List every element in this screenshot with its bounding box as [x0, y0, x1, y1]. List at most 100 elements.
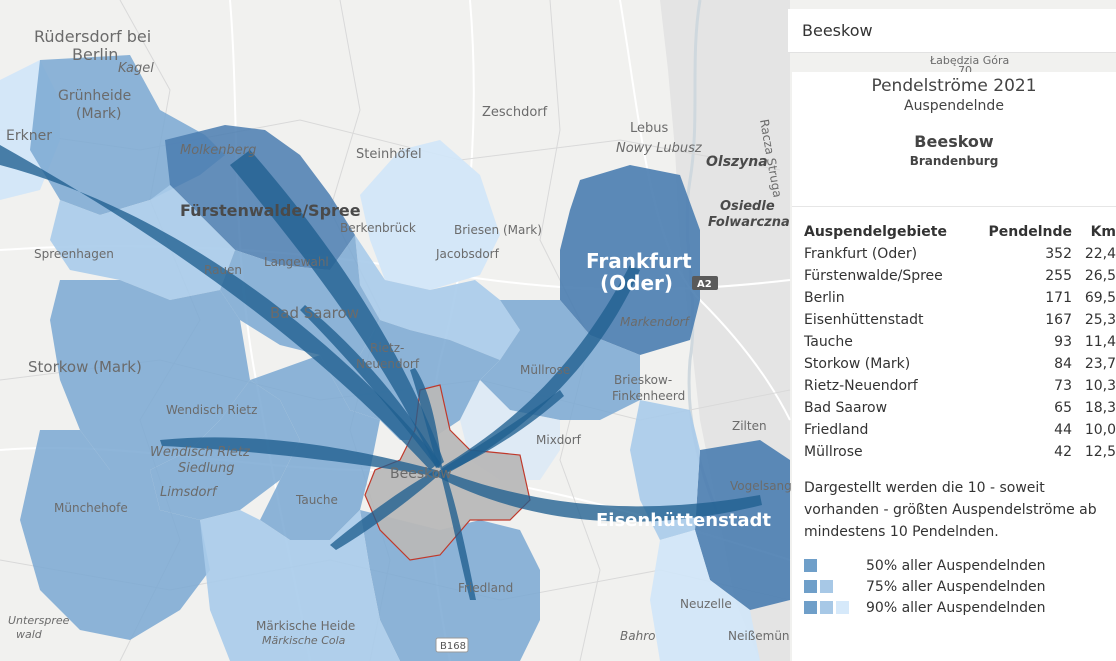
row-km: 11,4 — [1084, 334, 1116, 350]
table-row[interactable]: Frankfurt (Oder) 352 22,4 — [804, 243, 1116, 265]
panel-divider — [792, 206, 1116, 207]
row-km: 23,7 — [1084, 356, 1116, 372]
row-km: 10,3 — [1084, 378, 1116, 394]
table-row[interactable]: Berlin 171 69,5 — [804, 287, 1116, 309]
row-commuters: 42 — [1054, 444, 1072, 460]
map-label-mark: (Mark) — [76, 106, 121, 122]
table-row[interactable]: Storkow (Mark) 84 23,7 — [804, 353, 1116, 375]
map-label-rietz: Rietz- — [370, 341, 404, 355]
flow-frankfurt — [440, 265, 640, 474]
panel-title: Pendelströme 2021 — [871, 76, 1037, 96]
row-area: Storkow (Mark) — [804, 356, 911, 372]
legend-row-50: 50% aller Auspendelnden — [804, 555, 1116, 576]
row-area: Müllrose — [804, 444, 863, 460]
flow-rietz — [410, 368, 442, 468]
legend-row-75: 75% aller Auspendelnden — [804, 576, 1116, 597]
row-km: 12,5 — [1084, 444, 1116, 460]
map-label-olszyna: Olszyna — [706, 154, 768, 170]
flows-table: Auspendelgebiete Pendelnde Km Frankfurt … — [804, 221, 1116, 463]
map-label-lebus: Lebus — [630, 121, 669, 136]
map-label-wendisch-rietz: Wendisch Rietz — [166, 403, 257, 417]
map-label-storkow: Storkow (Mark) — [28, 358, 142, 376]
row-commuters: 171 — [1045, 290, 1072, 306]
map-label-vogelsang: Vogelsang — [730, 479, 792, 493]
row-area: Fürstenwalde/Spree — [804, 268, 943, 284]
row-area: Bad Saarow — [804, 400, 888, 416]
info-panel: Pendelströme 2021 Auspendelnde Beeskow B… — [792, 72, 1116, 661]
map-label-limsdorf: Limsdorf — [160, 485, 219, 500]
map-label-bahro: Bahro — [620, 629, 655, 643]
legend-swatch-dark — [804, 601, 817, 614]
row-area: Eisenhüttenstadt — [804, 312, 924, 328]
map-labels: Rüdersdorf bei Berlin Kagel Grünheide (M… — [6, 27, 1009, 653]
row-area: Frankfurt (Oder) — [804, 246, 918, 262]
map-label-berkenbrueck: Berkenbrück — [340, 221, 416, 235]
map-label-frankfurt-2: (Oder) — [600, 271, 673, 295]
map-label-a2: A2 — [697, 279, 712, 290]
row-commuters: 65 — [1054, 400, 1072, 416]
map-label-unterspree: Unterspree — [8, 614, 70, 627]
row-commuters: 352 — [1045, 246, 1072, 262]
map-label-jacobsdorf: Jacobsdorf — [435, 247, 500, 261]
map-label-friedland: Friedland — [458, 581, 513, 595]
map-label-maerkische-heide: Märkische Heide — [256, 619, 355, 633]
map-label-markendorf: Markendorf — [620, 315, 690, 329]
header-km: Km — [1090, 224, 1116, 240]
map-label-neissemuende: Neißemün — [728, 629, 790, 643]
row-km: 10,0 — [1084, 422, 1116, 438]
table-row[interactable]: Müllrose 42 12,5 — [804, 441, 1116, 463]
map-label-bad-saarow: Bad Saarow — [270, 304, 359, 322]
selected-region: Brandenburg — [909, 154, 999, 168]
panel-note: Dargestellt werden die 10 - soweit vorha… — [804, 480, 1097, 540]
row-area: Tauche — [804, 334, 853, 350]
map-label-neuzelle: Neuzelle — [680, 597, 732, 611]
table-header-row: Auspendelgebiete Pendelnde Km — [804, 221, 1116, 243]
flow-storkow — [160, 437, 436, 476]
map-label-osiedle: Osiedle — [720, 199, 775, 214]
legend-swatches — [804, 559, 866, 572]
row-km: 69,5 — [1084, 290, 1116, 306]
map-label-molkenberg: Molkenberg — [180, 143, 256, 158]
panel-subtitle: Auspendelnde — [904, 98, 1004, 114]
row-area: Berlin — [804, 290, 845, 306]
legend-swatches — [804, 601, 866, 614]
row-km: 26,5 — [1084, 268, 1116, 284]
row-km: 22,4 — [1084, 246, 1116, 262]
place-search-input[interactable]: Beeskow — [788, 9, 1116, 53]
map-label-muenchehofe: Münchehofe — [54, 501, 128, 515]
map-label-mixdorf: Mixdorf — [536, 433, 582, 447]
legend-swatch-light — [836, 601, 849, 614]
legend-swatch-mid — [820, 580, 833, 593]
header-area: Auspendelgebiete — [804, 224, 947, 240]
row-commuters: 73 — [1054, 378, 1072, 394]
legend: 50% aller Auspendelnden 75% aller Auspen… — [804, 555, 1116, 618]
flow-berlin — [0, 145, 440, 470]
legend-row-90: 90% aller Auspendelnden — [804, 597, 1116, 618]
map-label-berlin: Berlin — [72, 45, 118, 64]
map-label-erkner: Erkner — [6, 128, 52, 144]
flow-muellrose — [440, 390, 564, 474]
map-label-neuendorf: Neuendorf — [356, 357, 420, 371]
map-label-fuerstenwalde: Fürstenwalde/Spree — [180, 201, 361, 220]
map-label-beeskow: Beeskow — [390, 466, 452, 482]
selected-place: Beeskow — [914, 132, 994, 151]
flow-friedland — [440, 471, 476, 600]
table-row[interactable]: Tauche 93 11,4 — [804, 331, 1116, 353]
b168-shield-icon — [435, 637, 469, 653]
choropleth-regions — [0, 55, 790, 661]
map-label-kagel: Kagel — [118, 61, 154, 76]
map-label-rauen: Rauen — [204, 263, 242, 277]
row-commuters: 84 — [1054, 356, 1072, 372]
map-label-langewahl: Langewahl — [264, 255, 329, 269]
map-label-labedzia: Łabędzia Góra — [929, 54, 1009, 67]
row-commuters: 93 — [1054, 334, 1072, 350]
row-commuters: 44 — [1054, 422, 1072, 438]
map-label-b168: B168 — [440, 641, 466, 652]
map-label-frankfurt-1: Frankfurt — [586, 249, 692, 273]
flow-fuerstenwalde — [230, 150, 444, 468]
